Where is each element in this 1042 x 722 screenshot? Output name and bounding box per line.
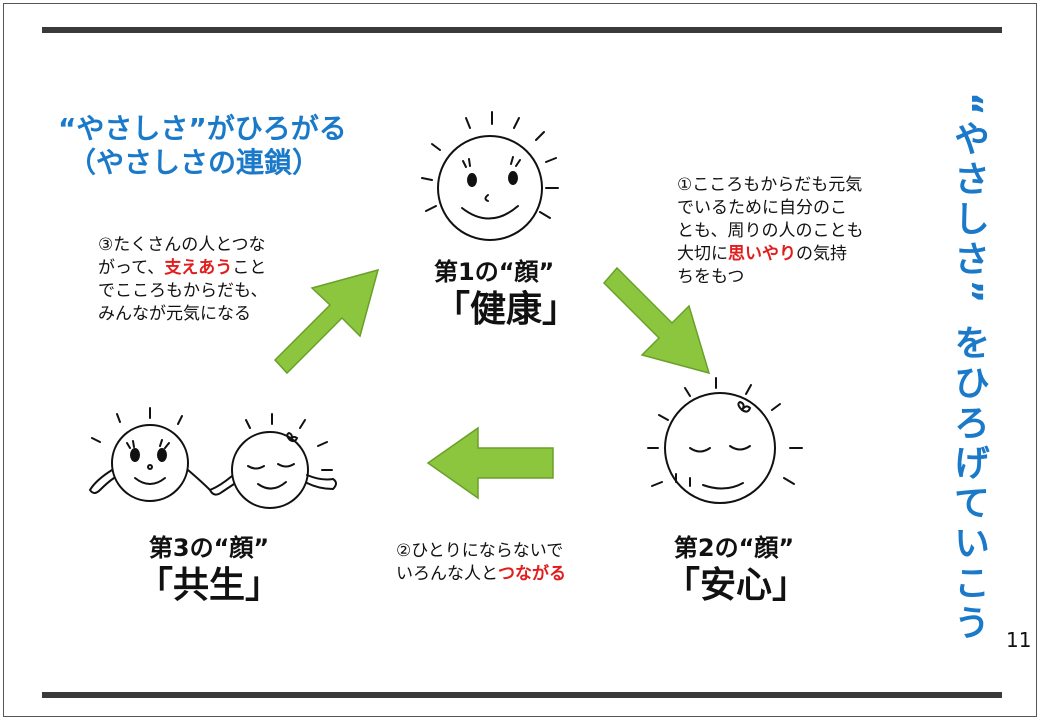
- note-one-line4-post: の気持: [796, 244, 847, 264]
- bottom-rule: [42, 692, 1002, 698]
- smiling-sun-face-icon: [421, 111, 559, 241]
- note-one: ①こころもからだも元気 でいるために自分のこ とも、周りの人のことも 大切に思い…: [677, 174, 864, 289]
- note-two-line2: いろんな人とつながる: [396, 563, 566, 586]
- face2-ordinal: 第2の“顔”: [673, 534, 795, 562]
- face1-title: 「健康」: [434, 289, 579, 330]
- highlight-tsunagaru: つながる: [498, 564, 566, 584]
- highlight-sasaeau: 支えあう: [164, 258, 233, 278]
- face3-label: 第3の“顔” 「共生」: [134, 532, 284, 608]
- note-three-line2-post: こと: [232, 258, 267, 278]
- note-three-line2: がって、支えあうこと: [98, 257, 268, 280]
- note-three-line3: でこころもからだも、: [98, 281, 268, 301]
- heading-line2: （やさしさの連鎖）: [68, 146, 321, 179]
- face2-label: 第2の“顔” 「安心」: [664, 532, 809, 608]
- holding-hands-faces-icon: [88, 407, 337, 509]
- slide-frame: [3, 3, 1037, 717]
- face2-title: 「安心」: [664, 565, 809, 606]
- note-one-line4: 大切に思いやりの気持: [677, 243, 864, 266]
- page-number: 11: [1006, 628, 1032, 652]
- note-three-line2-pre: がって、: [98, 258, 165, 278]
- sleeping-face-icon: [647, 377, 803, 504]
- arrow-left-icon: [426, 426, 554, 500]
- arrow-down-right-icon: [602, 266, 711, 375]
- note-one-line1: ①こころもからだも元気: [677, 175, 863, 195]
- note-three-line4: みんなが元気になる: [98, 304, 251, 324]
- face1-label: 第1の“顔” 「健康」: [434, 256, 579, 332]
- arrow-up-right-icon: [273, 268, 380, 375]
- face3-title: 「共生」: [136, 565, 281, 606]
- note-two: ②ひとりにならないで いろんな人とつながる: [396, 540, 566, 586]
- vertical-slogan: “やさしさ” をひろげていこう: [948, 92, 989, 644]
- note-one-line3: とも、周りの人のことも: [677, 221, 864, 241]
- note-two-line2-pre: いろんな人と: [396, 564, 498, 584]
- heading-line1: “やさしさ”がひろがる: [58, 112, 347, 145]
- note-one-line5: ちをもつ: [677, 267, 745, 287]
- note-three-line1: ③たくさんの人とつな: [98, 235, 266, 255]
- face1-ordinal: 第1の“顔”: [434, 258, 555, 286]
- note-three: ③たくさんの人とつな がって、支えあうこと でこころもからだも、 みんなが元気に…: [98, 234, 268, 326]
- slide-heading: “やさしさ”がひろがる （やさしさの連鎖）: [58, 112, 347, 180]
- note-one-line2: でいるために自分のこ: [677, 198, 847, 218]
- note-two-line1: ②ひとりにならないで: [396, 541, 564, 561]
- top-rule: [42, 27, 1002, 33]
- face3-ordinal: 第3の“顔”: [148, 534, 270, 562]
- highlight-omoiyari: 思いやり: [728, 244, 796, 264]
- note-one-line4-pre: 大切に: [677, 244, 728, 264]
